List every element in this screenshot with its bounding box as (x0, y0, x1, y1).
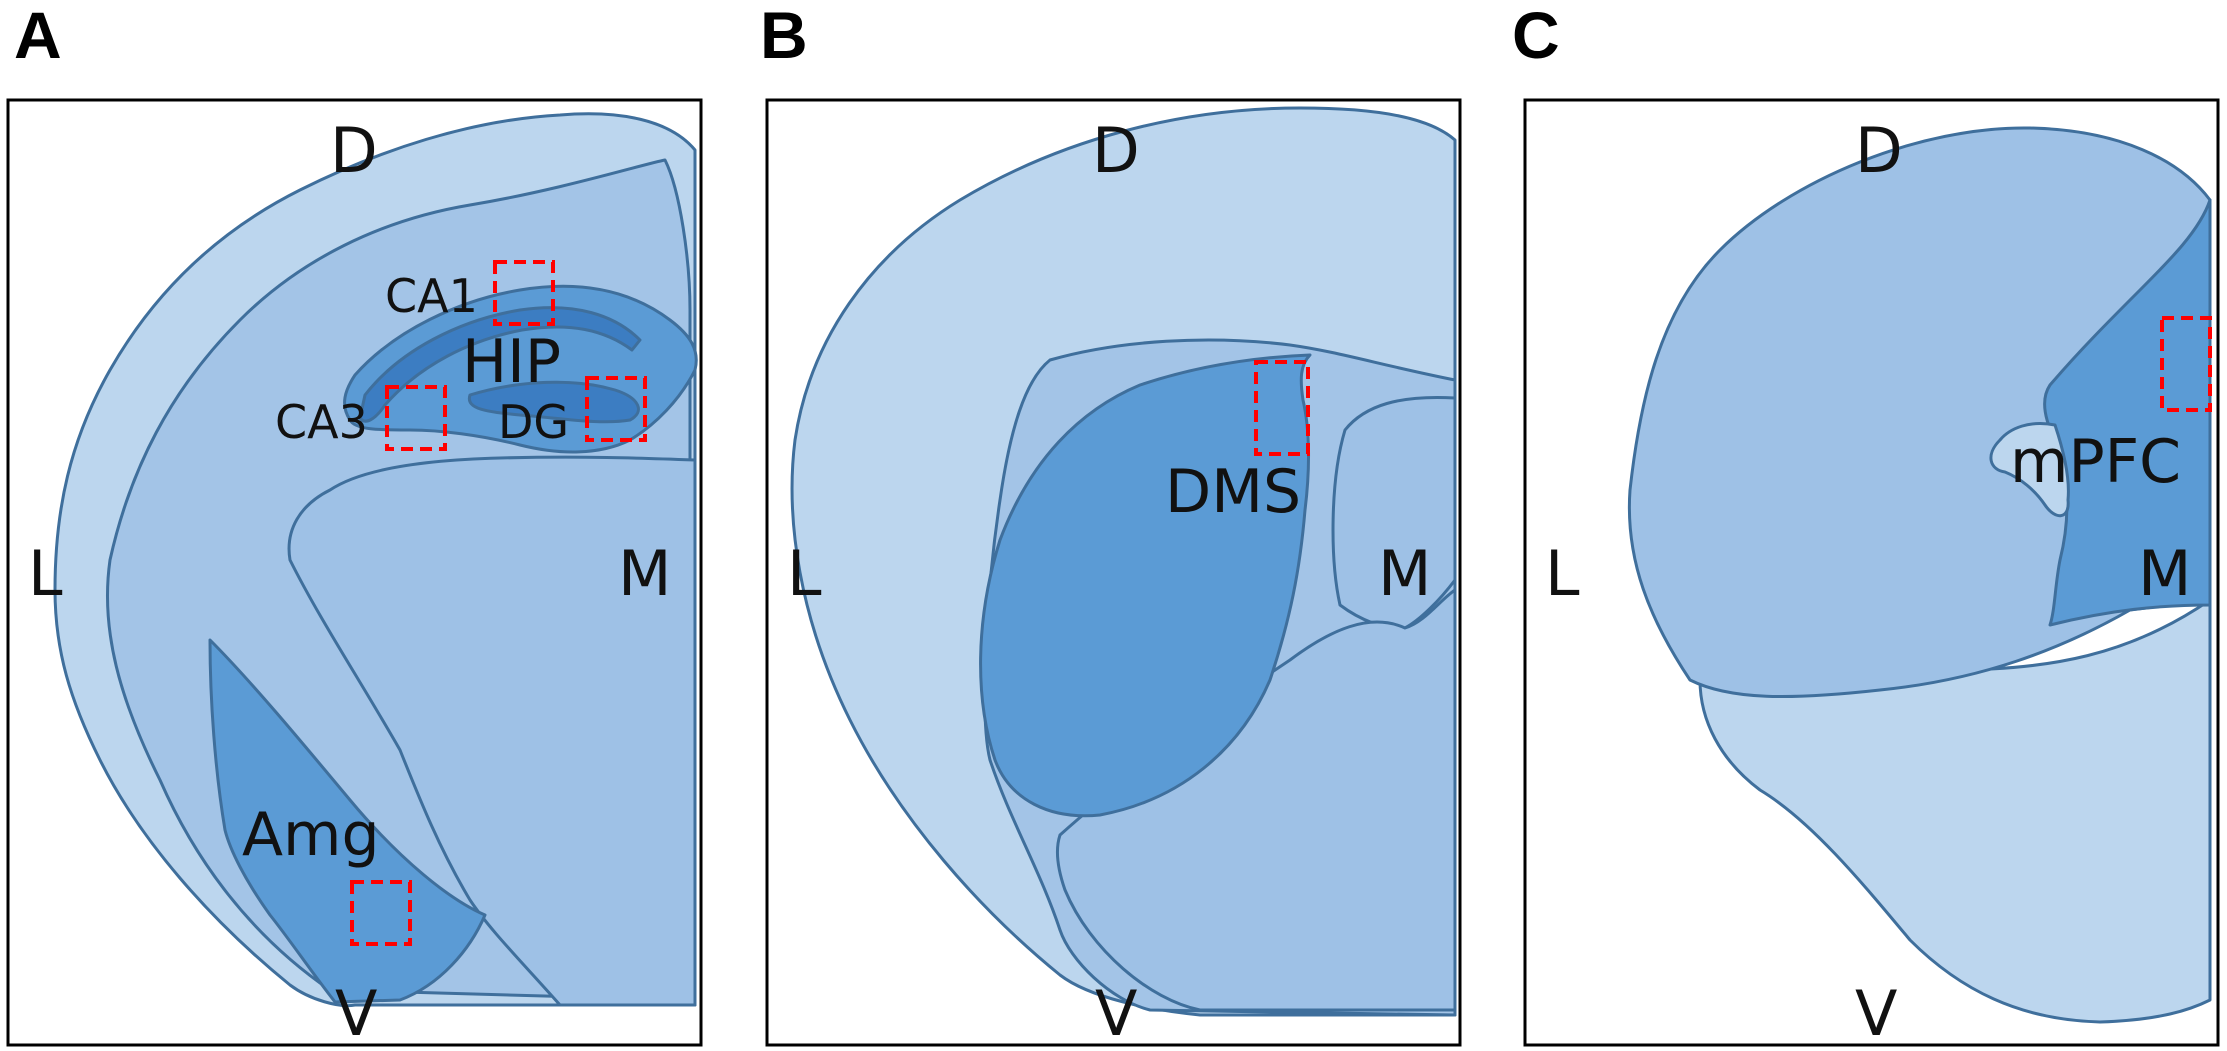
panel-a-label-dg: DG (498, 395, 569, 449)
panel-a-ca-layer (358, 306, 642, 423)
panel-a-label-medial: M (618, 537, 672, 610)
panel-c-label-ventral: V (1855, 977, 1897, 1050)
panel-a: D V L M HIP Amg CA1 CA3 DG (6, 98, 703, 1050)
panel-a-roi-dg (585, 376, 647, 442)
panel-c-label-medial: M (2138, 537, 2192, 610)
panel-a-label-ca3: CA3 (275, 395, 368, 449)
panel-a-label-ca1: CA1 (385, 269, 478, 323)
panel-a-label-hip: HIP (462, 327, 561, 397)
panel-c-label-dorsal: D (1855, 114, 1903, 187)
panel-a-roi-ca3 (385, 385, 447, 451)
panel-b-label-lateral: L (787, 537, 822, 610)
panel-b-label-dms: DMS (1165, 457, 1301, 527)
panel-b-roi-dms (1254, 360, 1310, 456)
panel-letter-a: A (14, 0, 62, 72)
panel-a-amygdala-region (208, 638, 487, 1004)
panel-b-label-ventral: V (1095, 977, 1137, 1050)
panel-b: D V L M DMS (765, 98, 1462, 1050)
panel-c: D V L M mPFC (1523, 98, 2220, 1050)
panel-a-roi-amg (350, 880, 412, 946)
panel-c-roi-mpfc (2160, 316, 2212, 412)
panel-a-label-amg: Amg (242, 800, 380, 870)
panel-a-label-ventral: V (335, 977, 377, 1050)
panel-a-label-lateral: L (28, 537, 63, 610)
panel-a-roi-ca1 (493, 260, 555, 326)
panel-a-dg-layer (467, 380, 640, 424)
panel-a-thalamus (287, 455, 697, 1007)
panel-b-dms-region (979, 353, 1312, 818)
panel-a-label-dorsal: D (330, 114, 378, 187)
panel-c-label-lateral: L (1545, 537, 1580, 610)
panel-letter-c: C (1512, 0, 1560, 72)
panel-b-label-medial: M (1378, 537, 1432, 610)
panel-c-ventricle (1989, 422, 2070, 518)
panel-b-label-dorsal: D (1092, 114, 1140, 187)
panel-c-label-mpfc: mPFC (2010, 427, 2181, 497)
panel-letter-b: B (760, 0, 808, 72)
